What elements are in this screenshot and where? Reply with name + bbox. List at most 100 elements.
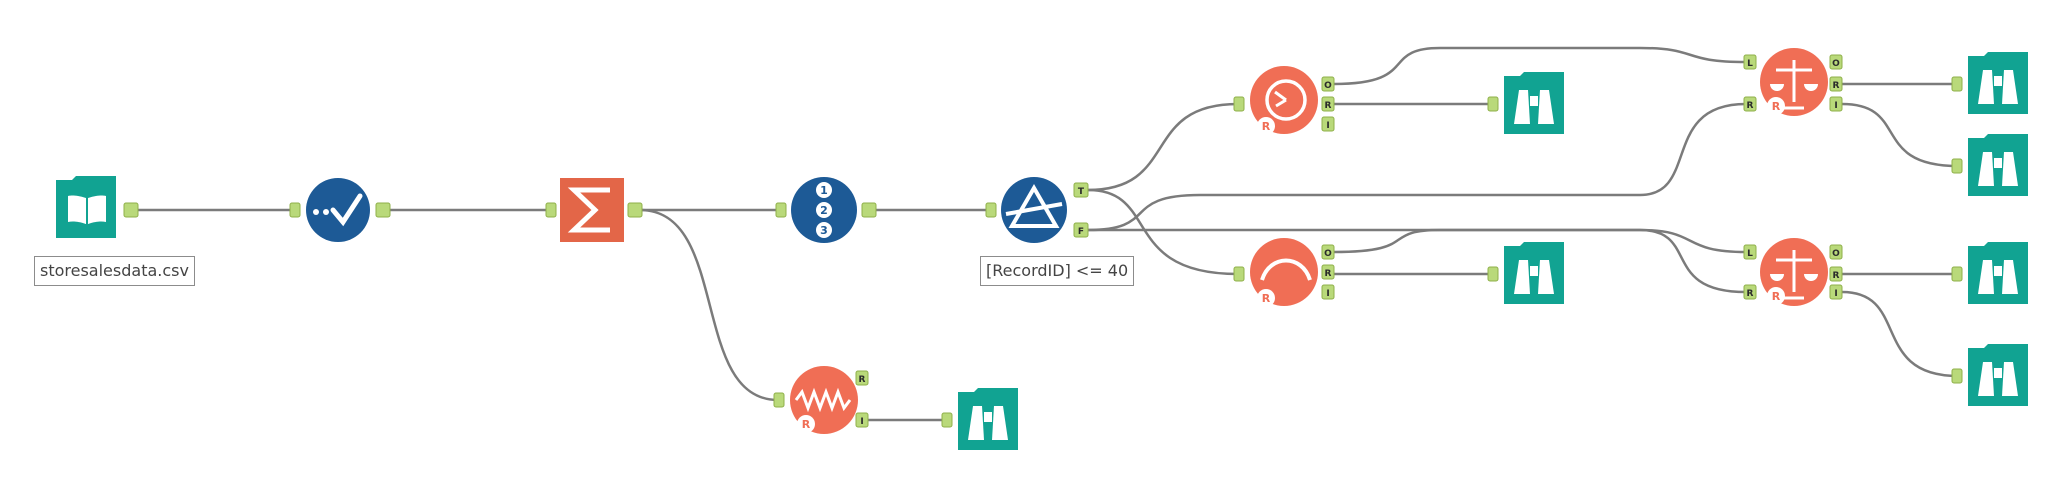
filter-tool[interactable]: T F bbox=[985, 177, 1089, 243]
browse-tool[interactable] bbox=[941, 388, 1018, 450]
input-anchor[interactable] bbox=[1951, 368, 1963, 384]
connection-filter-true-to-r-time-series[interactable] bbox=[1087, 102, 1239, 192]
r-output-anchor[interactable]: R bbox=[1321, 96, 1335, 112]
browse-tool[interactable] bbox=[1951, 344, 2028, 406]
false-output-anchor[interactable]: F bbox=[1073, 222, 1089, 238]
connection-curve-o-to-scale-bottom-r[interactable] bbox=[1333, 228, 1747, 294]
connection-time-series-o-to-scale-top-l[interactable] bbox=[1333, 46, 1747, 86]
l-input-anchor[interactable]: L bbox=[1743, 244, 1757, 260]
browse-tools bbox=[941, 52, 2028, 450]
connection-scale-bottom-i-to-browse[interactable] bbox=[1841, 290, 1959, 378]
filter-annotation: [RecordID] <= 40 bbox=[980, 256, 1135, 286]
r-time-series-tool[interactable]: R O R I bbox=[1233, 66, 1335, 135]
o-output-anchor[interactable]: O bbox=[1829, 54, 1843, 70]
r-zigzag-icon: R bbox=[790, 366, 858, 434]
output-anchor[interactable] bbox=[627, 202, 643, 218]
i-output-anchor[interactable]: I bbox=[1829, 96, 1843, 112]
input-anchor[interactable] bbox=[985, 202, 997, 218]
svg-text:R: R bbox=[1325, 269, 1332, 279]
r-output-anchor[interactable]: R bbox=[1829, 266, 1843, 282]
i-output-anchor[interactable]: I bbox=[1829, 284, 1843, 300]
r-zigzag-tool[interactable]: R R I bbox=[773, 366, 869, 434]
connection-filter-false-to-scale-bottom-l[interactable] bbox=[1088, 228, 1747, 254]
r-input-anchor[interactable]: R bbox=[1743, 96, 1757, 112]
svg-text:O: O bbox=[1324, 81, 1332, 91]
svg-text:I: I bbox=[1834, 101, 1837, 111]
output-anchor[interactable] bbox=[861, 202, 877, 218]
binoculars-icon bbox=[1968, 52, 2028, 114]
browse-tool[interactable] bbox=[1951, 134, 2028, 196]
binoculars-icon bbox=[1504, 242, 1564, 304]
input-anchor[interactable] bbox=[775, 202, 787, 218]
svg-text:R: R bbox=[1747, 101, 1754, 111]
select-tool[interactable] bbox=[289, 178, 391, 242]
svg-text:R: R bbox=[1772, 100, 1781, 113]
binoculars-icon bbox=[1968, 344, 2028, 406]
binoculars-icon bbox=[1968, 242, 2028, 304]
o-output-anchor[interactable]: O bbox=[1321, 244, 1335, 260]
svg-text:3: 3 bbox=[820, 224, 828, 237]
input-anchor[interactable] bbox=[773, 392, 785, 408]
svg-text:L: L bbox=[1747, 249, 1753, 259]
svg-text:L: L bbox=[1747, 59, 1753, 69]
r-output-anchor[interactable]: R bbox=[1829, 76, 1843, 92]
svg-text:R: R bbox=[1262, 292, 1271, 305]
input-anchor[interactable] bbox=[1233, 266, 1245, 282]
o-output-anchor[interactable]: O bbox=[1829, 244, 1843, 260]
svg-text:I: I bbox=[1834, 289, 1837, 299]
r-scale-icon: R bbox=[1760, 48, 1828, 116]
i-output-anchor[interactable]: I bbox=[1321, 284, 1335, 300]
input-anchor[interactable] bbox=[1951, 266, 1963, 282]
browse-tool[interactable] bbox=[1487, 72, 1564, 134]
input-anchor[interactable] bbox=[545, 202, 557, 218]
output-anchor[interactable] bbox=[375, 202, 391, 218]
connection-summarize-to-r-zigzag[interactable] bbox=[639, 208, 779, 402]
connection-filter-false-to-scale-top-r[interactable] bbox=[1087, 102, 1747, 232]
input-anchor[interactable] bbox=[289, 202, 301, 218]
summarize-tool[interactable] bbox=[545, 178, 643, 242]
input-anchor[interactable] bbox=[1487, 96, 1499, 112]
r-input-anchor[interactable]: R bbox=[1743, 284, 1757, 300]
binoculars-icon bbox=[1968, 134, 2028, 196]
o-output-anchor[interactable]: O bbox=[1321, 76, 1335, 92]
svg-text:O: O bbox=[1832, 59, 1840, 69]
input-anchor[interactable] bbox=[941, 412, 953, 428]
connection-filter-true-to-r-curve[interactable] bbox=[1087, 188, 1239, 276]
numbered-list-icon: 1 2 3 bbox=[791, 177, 857, 243]
browse-tool[interactable] bbox=[1951, 242, 2028, 304]
svg-text:I: I bbox=[860, 417, 863, 427]
l-input-anchor[interactable]: L bbox=[1743, 54, 1757, 70]
binoculars-icon bbox=[958, 388, 1018, 450]
r-scale-top-tool[interactable]: L R R O R I bbox=[1743, 48, 1843, 116]
browse-tool[interactable] bbox=[1951, 52, 2028, 114]
connections bbox=[138, 46, 1959, 422]
record-id-tool[interactable]: 1 2 3 bbox=[775, 177, 877, 243]
i-output-anchor[interactable]: I bbox=[855, 412, 869, 428]
connection-scale-top-i-to-browse[interactable] bbox=[1841, 102, 1959, 168]
svg-text:I: I bbox=[1326, 289, 1329, 299]
r-output-anchor[interactable]: R bbox=[855, 370, 869, 386]
svg-text:R: R bbox=[1772, 290, 1781, 303]
input-anchor[interactable] bbox=[1233, 96, 1245, 112]
input-anchor[interactable] bbox=[1951, 158, 1963, 174]
browse-tool[interactable] bbox=[1487, 242, 1564, 304]
svg-text:1: 1 bbox=[820, 184, 828, 197]
r-output-anchor[interactable]: R bbox=[1321, 264, 1335, 280]
svg-text:R: R bbox=[802, 418, 811, 431]
filter-triangle-icon bbox=[1001, 177, 1067, 243]
r-clock-icon: R bbox=[1250, 66, 1318, 135]
output-anchor[interactable] bbox=[123, 202, 139, 218]
input-data-tool[interactable] bbox=[56, 176, 139, 238]
input-anchor[interactable] bbox=[1487, 266, 1499, 282]
r-curve-tool[interactable]: R O R I bbox=[1233, 238, 1335, 307]
r-scale-bottom-tool[interactable]: L R R O R I bbox=[1743, 238, 1843, 306]
svg-text:R: R bbox=[1833, 271, 1840, 281]
i-output-anchor[interactable]: I bbox=[1321, 116, 1335, 132]
true-output-anchor[interactable]: T bbox=[1073, 182, 1089, 198]
false-anchor-label: F bbox=[1078, 227, 1084, 237]
input-anchor[interactable] bbox=[1951, 76, 1963, 92]
true-anchor-label: T bbox=[1078, 187, 1085, 197]
svg-text:2: 2 bbox=[820, 204, 828, 217]
svg-text:R: R bbox=[859, 375, 866, 385]
